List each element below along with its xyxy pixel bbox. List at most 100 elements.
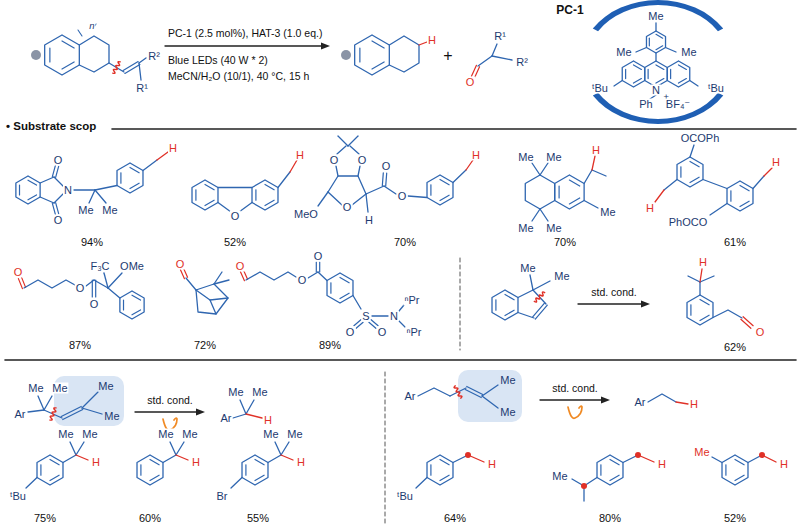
bond-line — [700, 276, 714, 282]
atom-label: O — [53, 155, 64, 166]
cut-mark — [454, 385, 462, 398]
aromatic-bond — [656, 34, 663, 38]
atom-label: N — [63, 185, 73, 196]
bond-line — [482, 396, 498, 408]
atom-label: O — [53, 215, 64, 226]
bond-line — [24, 280, 75, 288]
bond-line — [95, 190, 106, 203]
bond-line — [318, 272, 327, 281]
bond-line — [338, 136, 348, 146]
bond-line — [239, 203, 252, 213]
bond-line — [79, 36, 109, 72]
bond-line — [699, 282, 700, 295]
aromatic-bond — [440, 195, 449, 200]
ring-bond — [722, 455, 748, 485]
aromatic-bond — [700, 300, 709, 305]
ring-bond — [252, 180, 278, 210]
aromatic-bond — [656, 46, 663, 50]
atom-label: Me — [57, 429, 74, 440]
bond-line — [176, 455, 188, 460]
catalyst-ring — [593, 93, 723, 124]
aromatic-bond — [700, 315, 709, 320]
radical-dot — [465, 452, 471, 458]
light-symbol — [568, 406, 582, 418]
bond-line — [214, 280, 229, 284]
bond-line — [540, 163, 548, 175]
aromatic-bond — [680, 167, 681, 178]
atom-label: O — [377, 327, 388, 338]
bond-line — [275, 442, 281, 455]
ring-bond — [137, 455, 163, 485]
double-bond — [125, 64, 140, 73]
divider — [385, 372, 386, 525]
ring-bond — [16, 176, 40, 204]
double-bond — [465, 390, 481, 398]
yield-label: 52% — [223, 237, 247, 248]
bond-line — [419, 42, 427, 45]
aromatic-bond — [245, 465, 246, 476]
double-bond — [180, 270, 184, 279]
bond-line — [278, 172, 290, 188]
atom-label: Me — [181, 429, 198, 440]
bond-line — [218, 187, 252, 188]
highlight-atom: H — [645, 203, 655, 214]
bond-line — [366, 194, 368, 212]
atom-label: BF₄⁻ — [665, 99, 691, 110]
atom-label: O — [345, 327, 356, 338]
bond-line — [108, 288, 120, 298]
highlight-atom: H — [191, 457, 201, 468]
atom-label: Me — [51, 383, 68, 394]
yield-label: 89% — [318, 340, 342, 351]
atom-label: Me — [545, 152, 562, 163]
aromatic-bond — [130, 168, 139, 173]
bond-line — [358, 166, 360, 176]
atom-label: Me — [157, 429, 174, 440]
atom-label: O — [357, 155, 368, 166]
bond-line — [530, 275, 533, 290]
atom-label: Me — [599, 207, 616, 218]
aromatic-bond — [558, 186, 559, 198]
ring-bond — [687, 295, 713, 325]
condition-text: std. cond. — [146, 395, 194, 406]
bond-line — [764, 168, 772, 176]
aromatic-bond — [690, 177, 699, 182]
bond-line — [176, 442, 184, 455]
bond-line — [108, 273, 122, 288]
atom-label: Br — [216, 491, 229, 502]
yield-label: 80% — [598, 513, 622, 524]
bond-line — [26, 478, 37, 489]
bond-line — [352, 194, 366, 205]
ring-bond — [525, 175, 554, 209]
aromatic-bond — [679, 65, 687, 70]
ring-bond — [45, 35, 80, 75]
bond-line — [76, 455, 88, 460]
aromatic-bond — [28, 195, 36, 200]
aromatic-bond — [679, 79, 687, 84]
bond-line — [372, 315, 388, 316]
highlight-atom: H — [771, 157, 781, 168]
bond-line — [399, 305, 404, 311]
aromatic-bond — [340, 293, 349, 298]
ring-bond — [327, 273, 353, 303]
aromatic-bond — [255, 460, 264, 465]
radical-dot — [581, 483, 587, 489]
atom-label: ᵗBu — [707, 83, 725, 94]
highlight-atom: O — [175, 259, 186, 270]
aromatic-bond — [40, 465, 41, 476]
condition-text: std. cond. — [590, 287, 638, 298]
aromatic-bond — [255, 190, 256, 201]
bond-line — [246, 414, 262, 418]
ring-bond — [727, 181, 753, 211]
bond-line — [453, 170, 466, 183]
yield-label: 75% — [33, 513, 57, 524]
yield-label: 55% — [246, 513, 270, 524]
atom-label: S — [361, 311, 370, 322]
bond-line — [104, 273, 108, 288]
aromatic-bond — [740, 201, 749, 206]
atom-label: Me — [227, 387, 244, 398]
bond-line — [655, 23, 656, 31]
ring-bond — [242, 455, 268, 485]
bond-line — [384, 186, 396, 194]
highlight-atom: H — [779, 459, 789, 470]
arrow-head — [601, 397, 610, 404]
